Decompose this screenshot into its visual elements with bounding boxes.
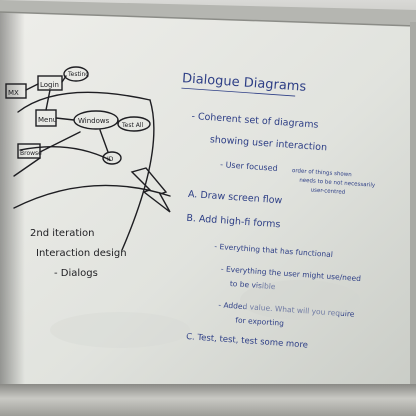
- diagram-arc-4: [19, 146, 111, 161]
- diagram-label-id: ID: [107, 156, 114, 163]
- diagram-node-testing: [63, 66, 89, 82]
- diagram-arc-3: [121, 99, 155, 251]
- board-smudge: [240, 280, 360, 320]
- board-frame-top: [0, 0, 416, 26]
- notes-sub-2b: to be visible: [230, 279, 277, 291]
- dialogue-diagram-sketch: [5, 66, 171, 251]
- caption-dialogs: - Dialogs: [54, 268, 98, 279]
- diagram-connector: [39, 131, 81, 153]
- notes-side-3: user-centred: [310, 187, 345, 195]
- diagram-node-id: [102, 151, 122, 165]
- diagram-arc-2: [13, 184, 171, 209]
- board-smudge: [50, 312, 190, 348]
- caption-interaction: Interaction design: [36, 248, 127, 259]
- diagram-node-mx: [5, 83, 27, 99]
- diagram-connector: [25, 83, 39, 91]
- board-frame-right: [410, 22, 416, 386]
- diagram-label-login: Login: [40, 81, 59, 89]
- diagram-connector: [61, 75, 67, 83]
- diagram-labels: MX Login Testing Menu Windows Test All B…: [8, 71, 143, 163]
- notes-point-1c: - User focused: [220, 160, 278, 173]
- notes-sub-3b: for exporting: [235, 315, 284, 327]
- diagram-connector: [55, 117, 75, 121]
- diagram-arc-1: [17, 91, 151, 113]
- diagram-connector: [99, 129, 109, 153]
- diagram-label-browse: Browse: [20, 150, 42, 157]
- diagram-node-browse: [17, 143, 41, 159]
- diagram-label-menu: Menu: [38, 116, 57, 124]
- diagram-label-test-all: Test All: [121, 122, 143, 129]
- diagram-big-arrow: [130, 167, 171, 213]
- marker-tray: [0, 384, 416, 416]
- caption-iteration: 2nd iteration: [30, 228, 94, 239]
- diagram-connector: [45, 89, 51, 111]
- diagram-connector: [13, 157, 41, 177]
- diagram-label-testing: Testing: [67, 71, 89, 78]
- diagram-caption: 2nd iteration Interaction design - Dialo…: [30, 228, 127, 279]
- board-shadow: [0, 10, 416, 392]
- diagram-label-windows: Windows: [78, 117, 110, 125]
- notes-side-2: needs to be not necessarily: [299, 178, 376, 189]
- notes-side-1: order of things shown: [292, 168, 353, 178]
- whiteboard: MX Login Testing Menu Windows Test All B…: [0, 0, 416, 392]
- diagram-label-mx: MX: [8, 89, 19, 97]
